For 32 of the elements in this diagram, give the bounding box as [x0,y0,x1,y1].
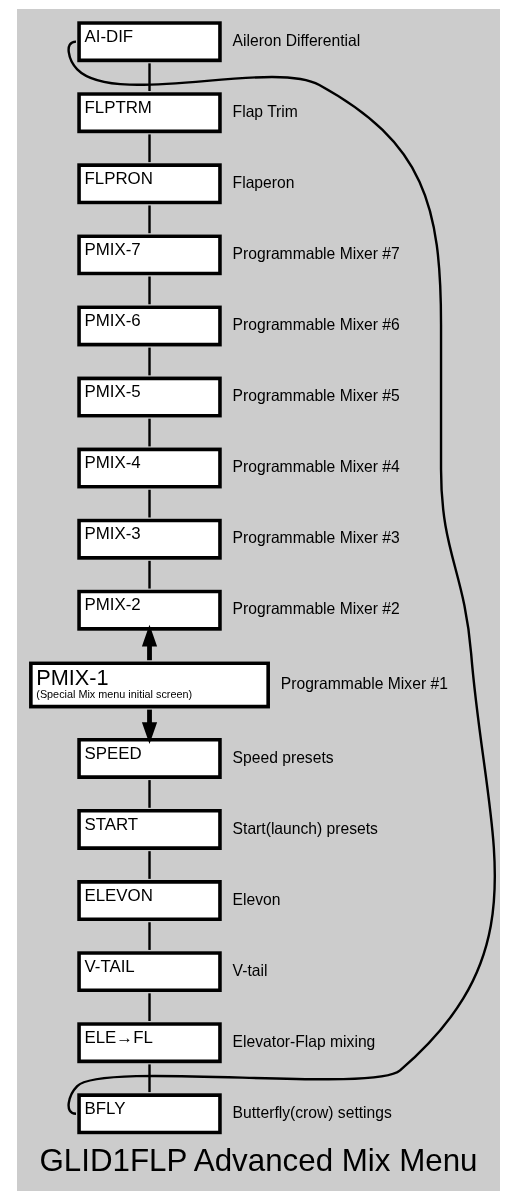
node-label: Butterfly(crow) settings [232,1103,392,1121]
node-label: Programmable Mixer #2 [232,600,400,618]
node-label: Aileron Differential [232,31,360,49]
connector [147,1064,151,1093]
connector [147,418,151,447]
connector [147,560,151,589]
connector [147,489,151,518]
arrow [141,624,157,661]
node-label: Flap Trim [232,102,298,120]
node-label: Start(launch) presets [232,819,378,837]
connector [147,63,151,92]
connector [147,276,151,305]
node-label: Programmable Mixer #6 [232,316,400,334]
node-label: Speed presets [232,748,334,766]
node-label: Programmable Mixer #4 [232,458,400,476]
connector [147,205,151,234]
connector [147,134,151,163]
node-label: Flaperon [232,173,294,191]
node-label: Elevator-Flap mixing [232,1032,375,1050]
diagram-title: GLID1FLP Advanced Mix Menu [38,1143,478,1179]
connector [147,922,151,950]
node-label: Programmable Mixer #3 [232,529,400,547]
node-label: V-tail [232,961,267,979]
node-label: Programmable Mixer #7 [232,244,400,262]
node-label: Elevon [232,890,281,908]
connector [147,993,151,1021]
node-label: Programmable Mixer #5 [232,387,400,405]
connector [67,41,496,1115]
connector [147,851,151,879]
connector [147,347,151,376]
connector [147,780,151,808]
node-label: Programmable Mixer #1 [280,675,448,693]
